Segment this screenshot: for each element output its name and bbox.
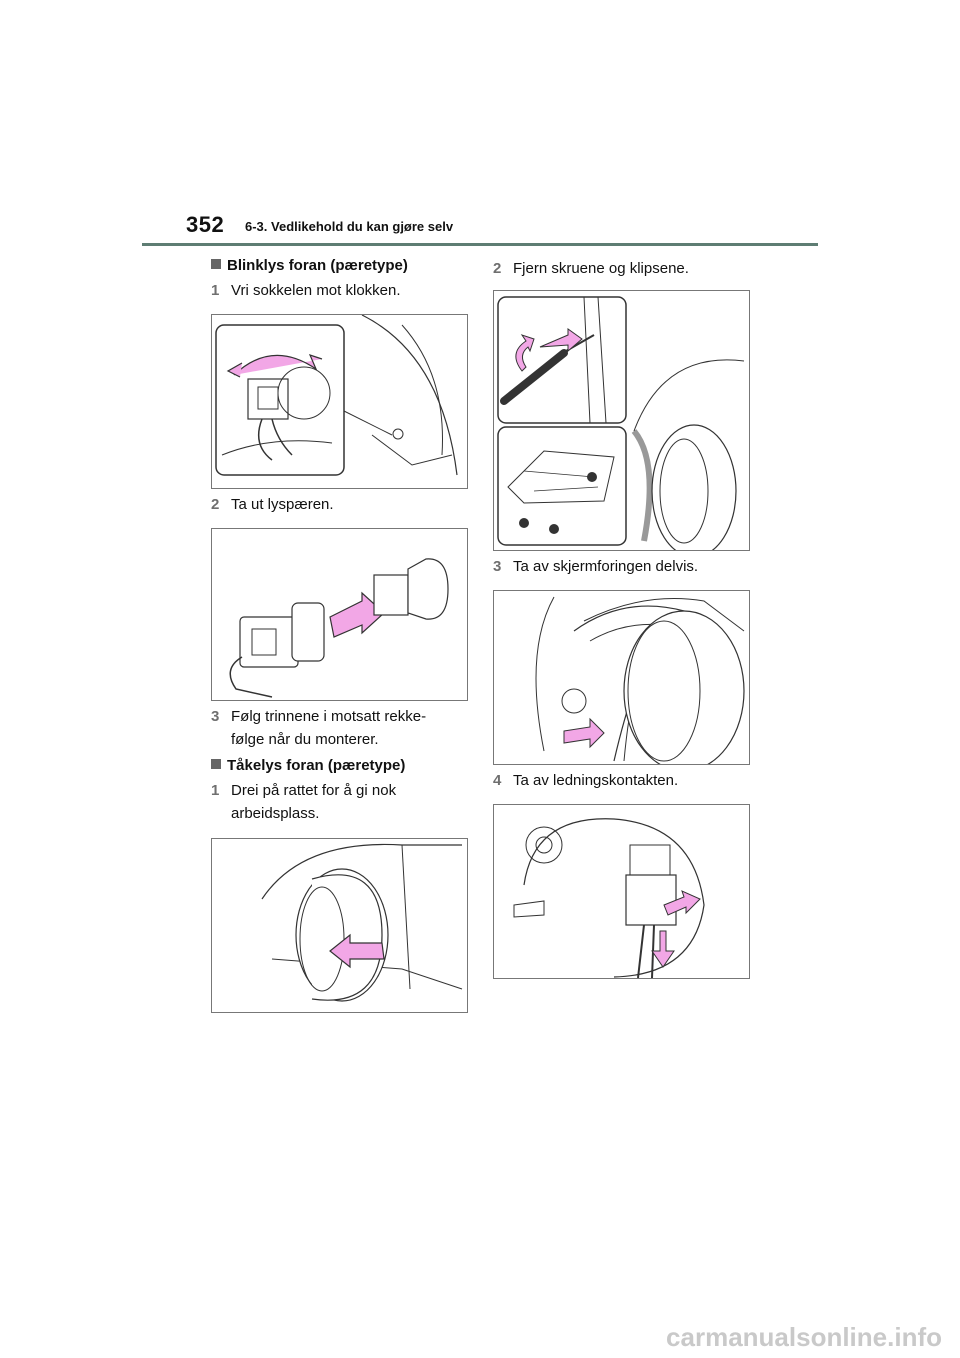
step-text: følge når du monterer. (231, 731, 379, 748)
page-number: 352 (186, 212, 225, 237)
step-text: Ta ut lyspæren. (231, 496, 334, 513)
heading-turn-signal-text: Blinklys foran (pæretype) (227, 257, 408, 274)
remove-screws-illustration (497, 296, 745, 550)
figure-disconnect (493, 804, 750, 979)
figure-remove-screws (493, 290, 750, 551)
remove-liner-illustration (535, 596, 745, 764)
step-number: 4 (493, 772, 502, 789)
heading-fog-light: Tåkelys foran (pæretype) (211, 757, 405, 774)
step-number: 1 (211, 282, 220, 299)
square-bullet-icon (211, 259, 221, 269)
step-number: 2 (211, 496, 220, 513)
step-number: 1 (211, 782, 220, 799)
heading-turn-signal: Blinklys foran (pæretype) (211, 257, 408, 274)
step-text: Drei på rattet for å gi nok (231, 782, 397, 799)
step-3-reverse: 3 Følg trinnene i motsatt rekke- (211, 705, 426, 728)
step-text: Vri sokkelen mot klokken. (231, 282, 401, 299)
disconnect-connector-illustration (513, 818, 705, 978)
step-2-remove-bulb: 2 Ta ut lyspæren. (211, 493, 334, 516)
step-1-turn-wheel-cont: arbeidsplass. (211, 802, 319, 825)
step-3-reverse-cont: følge når du monterer. (211, 728, 379, 751)
header-rule (142, 243, 818, 246)
step-1-turn-wheel: 1 Drei på rattet for å gi nok (211, 779, 396, 802)
figure-remove-liner (493, 590, 750, 765)
heading-fog-light-text: Tåkelys foran (pæretype) (227, 757, 406, 774)
step-number: 3 (493, 558, 502, 575)
figure-rotate-socket (211, 314, 468, 489)
step-text: Ta av ledningskontakten. (513, 772, 679, 789)
step-1-rotate: 1 Vri sokkelen mot klokken. (211, 279, 401, 302)
step-text: Følg trinnene i motsatt rekke- (231, 708, 427, 725)
square-bullet-icon (211, 759, 221, 769)
step-number: 3 (211, 708, 220, 725)
section-title: 6-3. Vedlikehold du kan gjøre selv (245, 219, 454, 234)
step-text: arbeidsplass. (231, 805, 320, 822)
figure-remove-bulb (211, 528, 468, 701)
rotate-socket-illustration (215, 315, 458, 476)
step-number: 2 (493, 260, 502, 277)
step-text: Ta av skjermforingen delvis. (513, 558, 699, 575)
watermark: carmanualsonline.info (666, 1322, 942, 1352)
step-3-remove-liner: 3 Ta av skjermforingen delvis. (493, 555, 698, 578)
remove-bulb-illustration (229, 558, 449, 698)
step-2-remove-screws: 2 Fjern skruene og klipsene. (493, 257, 689, 280)
step-text: Fjern skruene og klipsene. (513, 260, 689, 277)
step-4-disconnect: 4 Ta av ledningskontakten. (493, 769, 678, 792)
turn-wheel-illustration (261, 843, 463, 1002)
figure-turn-wheel (211, 838, 468, 1013)
